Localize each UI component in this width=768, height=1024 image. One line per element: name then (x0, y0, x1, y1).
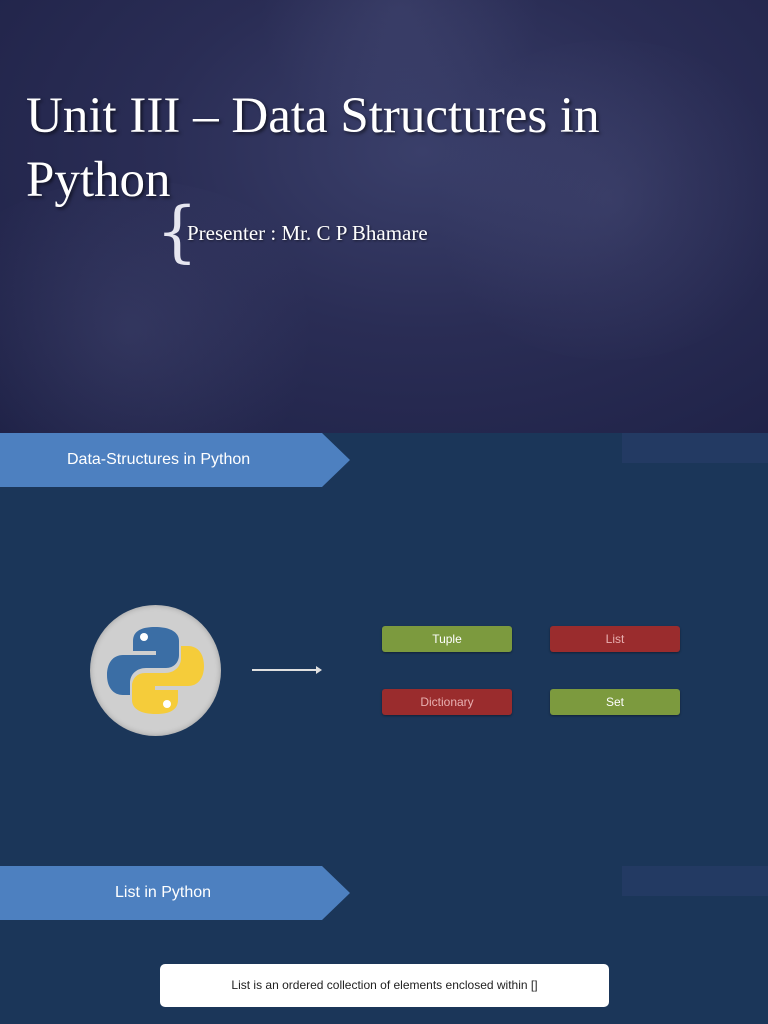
corner-decoration (622, 866, 768, 896)
brace-decoration: { (156, 193, 198, 270)
section-banner: List in Python (0, 866, 350, 920)
dictionary-button[interactable]: Dictionary (382, 689, 512, 715)
list-button[interactable]: List (550, 626, 680, 652)
data-structures-slide: Data-Structures in Python Tuple List Dic… (0, 433, 768, 866)
arrow-connector (252, 666, 322, 674)
tuple-button[interactable]: Tuple (382, 626, 512, 652)
python-logo-icon (107, 627, 204, 714)
banner-label: List in Python (115, 884, 212, 901)
set-button[interactable]: Set (550, 689, 680, 715)
presenter-text: Presenter : Mr. C P Bhamare (187, 221, 428, 245)
banner-label: Data-Structures in Python (67, 451, 251, 468)
list-slide: List in Python List is an ordered collec… (0, 866, 768, 1024)
python-logo (90, 605, 221, 736)
definition-box: List is an ordered collection of element… (160, 964, 609, 1007)
slide-title: Unit III – Data Structures in Python (26, 88, 600, 208)
section-banner: Data-Structures in Python (0, 433, 350, 487)
corner-decoration (622, 433, 768, 463)
title-slide: Unit III – Data Structures in Python { P… (0, 0, 768, 433)
